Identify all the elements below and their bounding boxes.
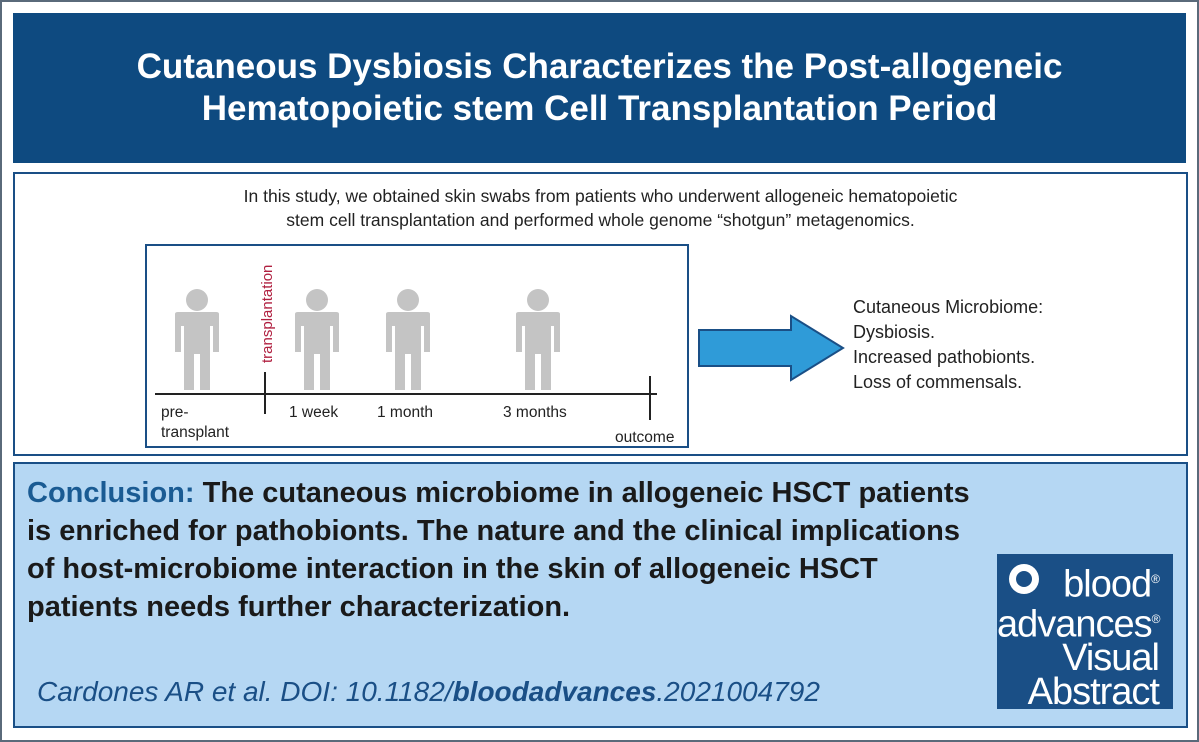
logo-word-advances: advances® (997, 603, 1160, 646)
conclusion-text: The cutaneous microbiome in allogeneic H… (27, 477, 970, 623)
title-banner: Cutaneous Dysbiosis Characterizes the Po… (13, 13, 1186, 163)
result-item: Increased pathobionts. (853, 347, 1036, 367)
transplantation-label: transplantation (259, 264, 276, 363)
conclusion-label: Conclusion: (27, 477, 195, 509)
result-item: Dysbiosis. (853, 322, 936, 342)
timepoint-transplant: transplant (161, 424, 230, 441)
results-list: Cutaneous Microbiome: Dysbiosis. Increas… (853, 295, 1043, 395)
study-panel: In this study, we obtained skin swabs fr… (13, 172, 1188, 456)
timeline-diagram: transplantation pre- transplant 1 week 1… (145, 244, 689, 448)
person-icon-1-week (295, 289, 339, 390)
timeline-graphic (155, 289, 657, 420)
logo-word-blood: blood® (1063, 563, 1160, 606)
title-line-1: Cutaneous Dysbiosis Characterizes the Po… (136, 47, 1063, 86)
logo-word-visual: Visual (1062, 637, 1160, 680)
page-title: Cutaneous Dysbiosis Characterizes the Po… (50, 46, 1150, 130)
timepoint-outcome: outcome (615, 429, 675, 446)
results-heading: Cutaneous Microbiome: (853, 297, 1044, 317)
conclusion: Conclusion: The cutaneous microbiome in … (27, 474, 987, 626)
person-icon-3-months (516, 289, 560, 390)
intro-line-2: stem cell transplantation and performed … (286, 210, 915, 230)
person-icon-pretransplant (175, 289, 219, 390)
result-arrow-icon (698, 314, 845, 382)
result-item: Loss of commensals. (853, 372, 1023, 392)
conclusion-panel: Conclusion: The cutaneous microbiome in … (13, 462, 1188, 728)
citation-suffix: .2021004792 (656, 676, 820, 707)
title-line-2: Hematopoietic stem Cell Transplantation … (201, 89, 998, 128)
society-seal-icon (1009, 564, 1039, 594)
timepoint-1-week: 1 week (289, 404, 339, 421)
blood-advances-logo: blood® advances® Visual Abstract (997, 554, 1173, 714)
intro-line-1: In this study, we obtained skin swabs fr… (243, 186, 958, 206)
person-icon-1-month (386, 289, 430, 390)
timepoint-pre: pre- (161, 404, 189, 421)
citation-journal: bloodadvances (452, 676, 657, 707)
timepoint-1-month: 1 month (377, 404, 434, 421)
timepoint-3-months: 3 months (503, 404, 567, 421)
logo-word-abstract: Abstract (1027, 671, 1160, 714)
citation-prefix: Cardones AR et al. DOI: 10.1182/ (37, 676, 453, 707)
citation: Cardones AR et al. DOI: 10.1182/bloodadv… (37, 676, 820, 708)
study-description: In this study, we obtained skin swabs fr… (15, 184, 1186, 232)
